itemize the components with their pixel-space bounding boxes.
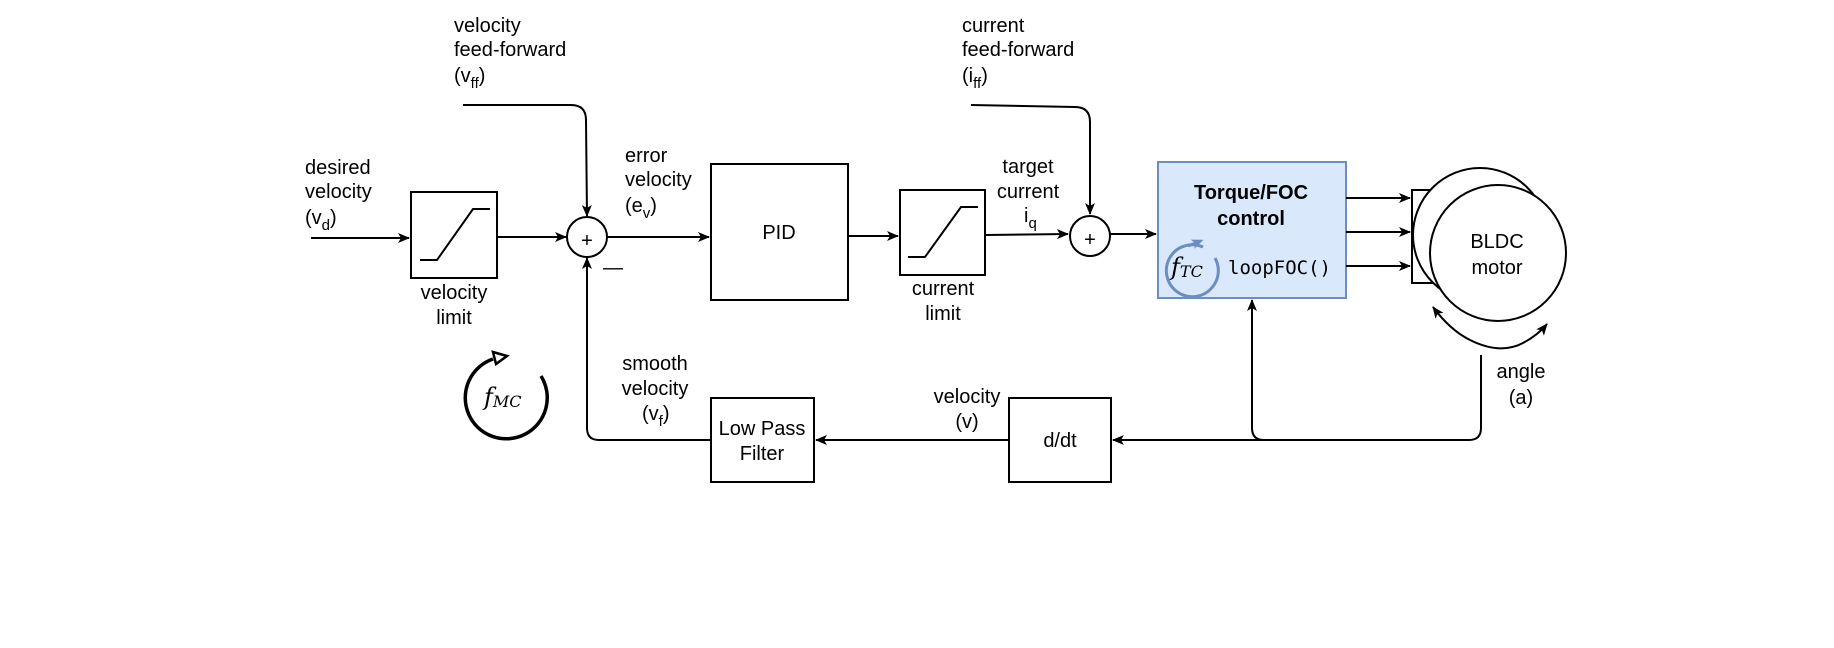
motion-loop-icon: fMC [463,350,549,441]
svg-text:velocity: velocity [421,282,488,304]
angle-arc-left [1432,306,1471,341]
svg-text:+: + [581,230,593,252]
svg-text:PID: PID [762,222,795,244]
svg-text:(a): (a) [1509,387,1533,409]
saturation-icon [908,206,978,258]
svg-text:(iff): (iff) [962,65,988,92]
velocity-ff-label: velocity feed-forward (vff) [454,15,566,92]
svg-text:(vff): (vff) [454,65,485,92]
current-ff-arrow [970,104,1095,215]
error-velocity-label: error velocity (ev) [625,145,692,222]
svg-text:control: control [1217,208,1285,230]
loopfoc-function: loopFOC() [1228,257,1331,279]
derivative-block: d/dt [1008,397,1112,483]
bldc-motor: BLDC motor [1411,167,1567,322]
svg-text:motor: motor [1471,257,1522,279]
svg-text:fMC: fMC [482,383,522,411]
velocity-limit-block: velocity limit [410,191,498,329]
velocity-sum-junction: + — [566,216,623,279]
svg-text:d/dt: d/dt [1043,430,1077,452]
svg-text:feed-forward: feed-forward [454,39,566,61]
svg-text:current: current [912,278,975,300]
svg-text:Low Pass: Low Pass [719,418,806,440]
current-ff-label: current feed-forward (iff) [962,15,1074,92]
smooth-velocity-arrow [582,257,711,441]
svg-text:(v): (v) [955,411,978,433]
velocity-ff-arrow [463,104,592,217]
smooth-velocity-label: smooth velocity (vf) [622,353,689,430]
current-sum-junction: + [1069,215,1111,257]
desired-velocity-label: desired velocity (vd) [305,157,372,234]
angle-arc-right [1469,323,1548,350]
svg-text:desired: desired [305,157,371,179]
svg-text:limit: limit [436,307,472,329]
svg-text:target: target [1002,156,1054,178]
svg-text:BLDC: BLDC [1470,231,1523,253]
angle-label: angle (a) [1497,361,1546,409]
svg-text:+: + [1084,229,1096,251]
svg-text:velocity: velocity [305,181,372,203]
svg-text:current: current [962,15,1025,37]
svg-text:velocity: velocity [454,15,521,37]
minus-sign: — [603,257,623,279]
angle-to-foc-arrow [1247,299,1482,441]
svg-text:feed-forward: feed-forward [962,39,1074,61]
svg-text:limit: limit [925,303,961,325]
svg-text:(vf): (vf) [642,403,670,430]
target-current-arrow [984,229,1069,240]
velocity-label: velocity (v) [934,386,1001,433]
svg-text:(ev): (ev) [625,195,657,222]
svg-text:Filter: Filter [740,443,785,465]
svg-text:(vd): (vd) [305,207,337,234]
low-pass-filter-block: Low Pass Filter [710,397,815,483]
svg-text:smooth: smooth [622,353,688,375]
svg-text:velocity: velocity [934,386,1001,408]
target-current-label: target current iq [997,156,1060,232]
torque-foc-block: Torque/FOC control fTC loopFOC() [1157,161,1347,299]
svg-text:error: error [625,145,668,167]
current-limit-block: current limit [899,189,986,325]
svg-text:velocity: velocity [625,169,692,191]
torque-loop-icon [1164,243,1220,299]
svg-text:velocity: velocity [622,378,689,400]
svg-text:iq: iq [1024,205,1037,232]
svg-text:Torque/FOC: Torque/FOC [1194,182,1308,204]
saturation-icon [420,208,490,261]
svg-text:angle: angle [1497,361,1546,383]
pid-block: PID [710,163,849,301]
svg-text:current: current [997,181,1060,203]
